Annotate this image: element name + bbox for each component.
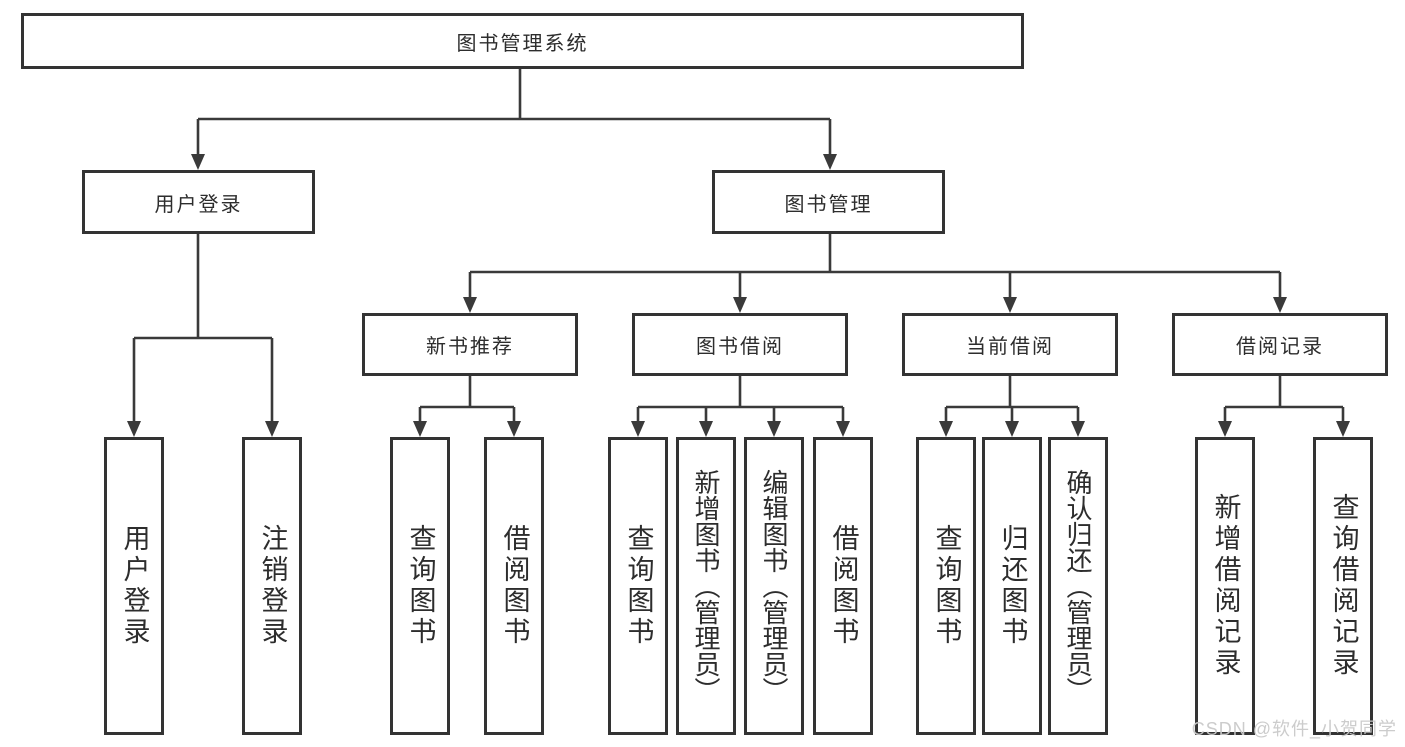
node-label: 当前借阅 (966, 336, 1054, 358)
node-recommend-query-books: 查询图书 (390, 437, 450, 735)
node-label: 借阅图书 (499, 524, 530, 648)
node-book-borrowing: 图书借阅 (632, 313, 848, 376)
node-label: 新书推荐 (426, 336, 514, 358)
node-label: 图书管理 (784, 193, 873, 216)
node-borrow-borrow-books: 借阅图书 (813, 437, 873, 735)
node-label: 注销登录 (257, 524, 288, 648)
node-label: 归还图书 (997, 524, 1028, 648)
node-recommend-borrow-books: 借阅图书 (484, 437, 544, 735)
node-borrow-edit-books-admin: 编辑图书（管理员） (744, 437, 804, 735)
node-label: 用户登录 (154, 193, 243, 216)
node-label: 用户登录 (119, 524, 150, 648)
node-current-confirm-return-admin: 确认归还（管理员） (1048, 437, 1108, 735)
node-leaf-logout: 注销登录 (242, 437, 302, 735)
node-label: 查询图书 (623, 524, 654, 648)
node-label: 借阅图书 (828, 524, 859, 648)
node-new-book-recommendation: 新书推荐 (362, 313, 578, 376)
node-label: 确认归还（管理员） (1063, 469, 1093, 703)
node-label: 图书借阅 (696, 336, 784, 358)
node-label: 查询借阅记录 (1328, 493, 1359, 679)
node-current-return-books: 归还图书 (982, 437, 1042, 735)
node-current-query-books: 查询图书 (916, 437, 976, 735)
node-label: 新增借阅记录 (1210, 493, 1241, 679)
node-library-management-system: 图书管理系统 (21, 13, 1024, 69)
node-user-login: 用户登录 (82, 170, 315, 234)
node-records-query-borrow-record: 查询借阅记录 (1313, 437, 1373, 735)
node-current-borrowing: 当前借阅 (902, 313, 1118, 376)
node-borrow-query-books: 查询图书 (608, 437, 668, 735)
node-label: 图书管理系统 (456, 32, 589, 55)
node-leaf-user-login: 用户登录 (104, 437, 164, 735)
node-label: 查询图书 (931, 524, 962, 648)
node-book-management: 图书管理 (712, 170, 945, 234)
node-label: 新增图书（管理员） (691, 469, 721, 703)
node-borrowing-records: 借阅记录 (1172, 313, 1388, 376)
watermark: CSDN @软件_小贺同学 (1191, 719, 1397, 739)
node-records-add-borrow-record: 新增借阅记录 (1195, 437, 1255, 735)
node-label: 借阅记录 (1236, 336, 1324, 358)
node-label: 编辑图书（管理员） (759, 469, 789, 703)
node-label: 查询图书 (405, 524, 436, 648)
node-borrow-add-books-admin: 新增图书（管理员） (676, 437, 736, 735)
